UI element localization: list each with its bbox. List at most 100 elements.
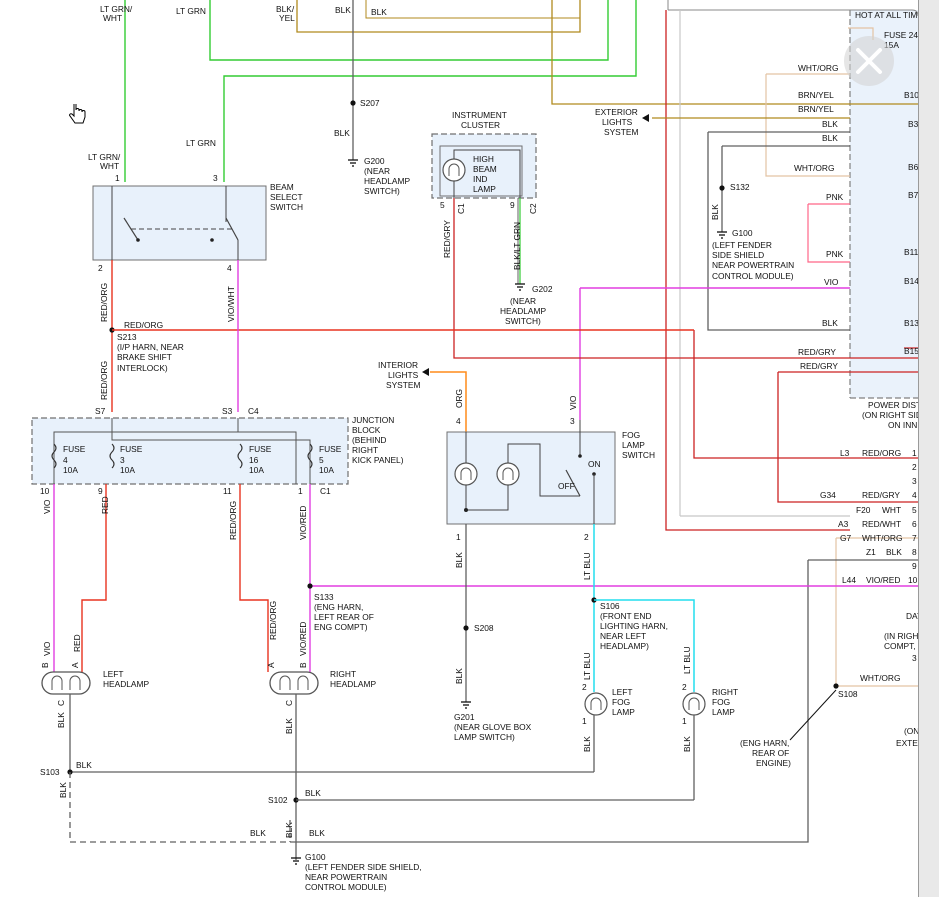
label-eng2: REAR OF [752, 748, 789, 758]
label-pin3: 3 [213, 173, 218, 183]
label-r-exte: EXTEN [896, 738, 924, 748]
close-icon [856, 48, 882, 74]
wire-lt_grn-2 [209, 0, 609, 61]
label-r-whtorg: WHT/ORG [798, 63, 838, 73]
label-s3: S3 [222, 406, 233, 416]
label-w-vio: VIO [42, 499, 52, 514]
label-lh-b: B [40, 662, 50, 668]
label-g100: G100 [305, 852, 326, 862]
label-eng1: (ENG HARN, [740, 738, 789, 748]
label-w-red: RED [100, 496, 110, 514]
label-redorg-h: RED/ORG [124, 320, 163, 330]
label-left-ltgrn-b: WHT [100, 161, 119, 171]
label-f4a: FUSE [63, 444, 86, 454]
label-r-blk2: BLK [822, 133, 838, 143]
label-blk-s102: BLK [305, 788, 321, 798]
label-s207: S207 [360, 98, 380, 108]
label-g100-n2: NEAR POWERTRAIN [305, 872, 387, 882]
label-c-9: 9 [912, 561, 917, 571]
wire-red_org-34 [81, 484, 107, 672]
right-headlamp-filament-low [279, 675, 291, 690]
label-s108: S108 [838, 689, 858, 699]
label-blk-s208: BLK [454, 668, 464, 684]
label-rh-b: B [298, 662, 308, 668]
label-fuse24: FUSE 24 [884, 30, 918, 40]
label-jb1: JUNCTION [352, 415, 394, 425]
label-f20w: WHT [882, 505, 901, 515]
fuse-4-element [51, 443, 57, 469]
label-g201-n2: LAMP SWITCH) [454, 732, 515, 742]
label-ic-c2: C2 [528, 203, 538, 214]
label-org-v: ORG [454, 389, 464, 408]
window-right-frame [918, 0, 939, 897]
label-r-pnk2: PNK [826, 249, 844, 259]
label-r-redgry1: RED/GRY [798, 347, 836, 357]
label-blk-bot2: BLK [284, 822, 294, 838]
ground-g200 [348, 159, 358, 167]
label-s132: S132 [730, 182, 750, 192]
label-s103: S103 [40, 767, 60, 777]
close-button[interactable] [844, 36, 894, 86]
label-p1c: 1 [298, 486, 303, 496]
label-vio-v: VIO [568, 395, 578, 410]
label-blk-s132: BLK [710, 204, 720, 220]
label-r-whtorg2: WHT/ORG [794, 163, 834, 173]
label-rf2: FOG [712, 697, 730, 707]
label-l3: L3 [840, 448, 850, 458]
label-g200: G200 [364, 156, 385, 166]
label-g100b-n4: CONTROL MODULE) [712, 271, 794, 281]
label-w-redorg: RED/ORG [228, 501, 238, 540]
label-t-ltgrn-wht-b: WHT [103, 13, 122, 23]
label-fog3: SWITCH [622, 450, 655, 460]
left-fog-lamp-filament [590, 697, 602, 710]
label-g202-n1: (NEAR [510, 296, 536, 306]
label-beam2: SELECT [270, 192, 303, 202]
label-r-b6: B6 [908, 162, 919, 172]
wire-pink-17 [807, 204, 850, 263]
label-g7: G7 [840, 533, 852, 543]
wire-dark_red-23 [693, 330, 918, 459]
label-rf3: LAMP [712, 707, 735, 717]
label-a3: A3 [838, 519, 849, 529]
label-p11: 11 [223, 486, 232, 496]
label-c-8: 8 [912, 547, 917, 557]
hb-lead-9 [453, 149, 521, 198]
label-ic-p9: 9 [510, 200, 515, 210]
fs-node [464, 508, 468, 512]
label-fog1: FOG [622, 430, 640, 440]
label-c-10: 10 [908, 575, 918, 585]
beam-select-switch-box [92, 185, 267, 261]
arrow-exterior-lights [642, 114, 649, 122]
label-inr2: COMPT, N [884, 641, 924, 651]
label-g34: G34 [820, 490, 836, 500]
label-c-5: 5 [912, 505, 917, 515]
label-redorg-v2: RED/ORG [99, 361, 109, 400]
label-fs-off: OFF [558, 481, 575, 491]
label-jb4: RIGHT [352, 445, 378, 455]
splice-s132 [719, 185, 725, 191]
label-g201-n1: (NEAR GLOVE BOX [454, 722, 532, 732]
label-rf-ltblu: LT BLU [682, 646, 692, 674]
label-r-b13: B13 [904, 318, 919, 328]
label-p10: 10 [40, 486, 50, 496]
label-int2: LIGHTS [388, 370, 419, 380]
label-redgry-v: RED/GRY [442, 220, 452, 258]
label-rf-blk: BLK [682, 736, 692, 752]
label-lf3: LAMP [612, 707, 635, 717]
leader-s108 [789, 689, 837, 741]
fuse-3-element [109, 443, 115, 469]
label-rf1: RIGHT [712, 687, 738, 697]
label-c-2: 2 [912, 462, 917, 472]
splice-s208 [463, 625, 469, 631]
label-r-3: 3 [912, 653, 917, 663]
label-ext3: SYSTEM [604, 127, 638, 137]
label-g100b-n2: SIDE SHIELD [712, 250, 764, 260]
label-s106: S106 [600, 601, 620, 611]
label-s133-n1: (ENG HARN, [314, 602, 363, 612]
wire-dark_red-20 [453, 195, 918, 359]
label-f3b: 3 [120, 455, 125, 465]
label-lf-p2: 2 [582, 682, 587, 692]
splice-s108 [833, 683, 839, 689]
label-f5b: 5 [319, 455, 324, 465]
